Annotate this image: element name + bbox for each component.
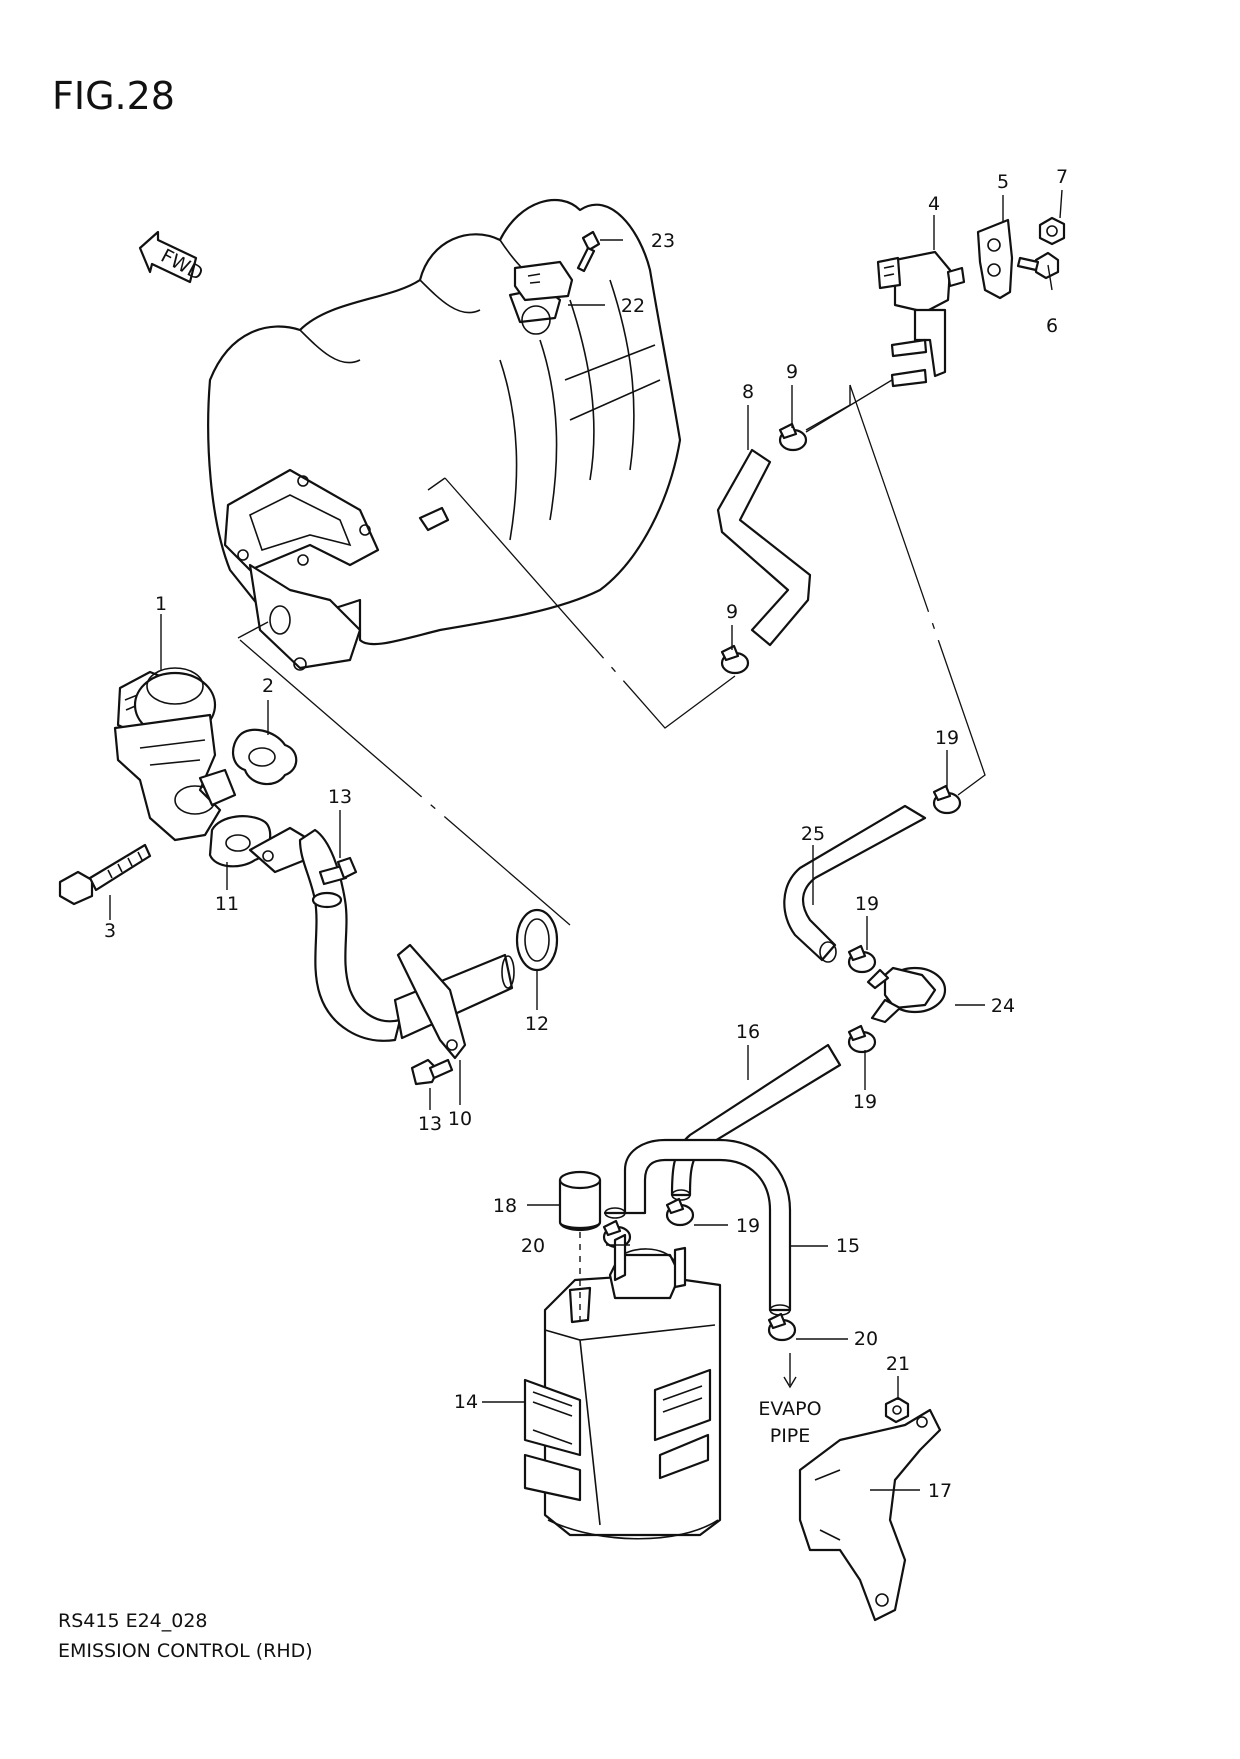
part-25-hose	[783, 804, 927, 963]
callout-13a: 13	[328, 786, 352, 808]
chain-line-manifold-pipe	[239, 639, 571, 926]
part-14-canister	[523, 1233, 722, 1540]
callout-10: 10	[448, 1108, 472, 1130]
part-10-egr-pipe	[248, 826, 515, 1060]
part-23-bolt	[576, 230, 601, 273]
part-18-cap	[558, 1170, 602, 1232]
callout-20a: 20	[521, 1235, 545, 1257]
callout-19b: 19	[855, 893, 879, 915]
part-19-clamp	[665, 784, 962, 1227]
part-13-bolt	[318, 856, 454, 1086]
chain-line-manifold-clamp	[444, 477, 736, 729]
callout-1: 1	[155, 593, 167, 615]
part-3-bolt	[58, 843, 152, 906]
part-8-hose	[716, 448, 812, 647]
callout-22: 22	[621, 295, 645, 317]
fwd-arrow-icon: FWD	[138, 230, 207, 285]
callout-6: 6	[1046, 315, 1058, 337]
part-1-egr-valve	[113, 667, 237, 842]
evapo-label-line2: PIPE	[770, 1425, 811, 1447]
part-21-nut	[884, 1396, 910, 1424]
figure-caption: EMISSION CONTROL (RHD)	[58, 1640, 313, 1662]
callout-8: 8	[742, 381, 754, 403]
part-22-sensor	[513, 260, 574, 302]
evapo-label-line1: EVAPO	[758, 1398, 821, 1420]
callout-19c: 19	[853, 1091, 877, 1113]
part-6-bolt	[1016, 251, 1060, 280]
part-15-hose	[603, 1138, 792, 1316]
callout-4: 4	[928, 193, 940, 215]
callout-7: 7	[1056, 166, 1068, 188]
callout-24: 24	[991, 995, 1015, 1017]
part-20-clamp	[602, 1219, 797, 1342]
callout-18: 18	[493, 1195, 517, 1217]
callout-20b: 20	[854, 1328, 878, 1350]
part-7-nut	[1038, 216, 1066, 246]
callout-16: 16	[736, 1021, 760, 1043]
callout-3: 3	[104, 920, 116, 942]
callout-11: 11	[215, 893, 239, 915]
intake-manifold	[207, 198, 682, 671]
callout-23: 23	[651, 230, 675, 252]
chain-line-manifold-pipe-stub	[237, 621, 269, 639]
chain-line-manifold-stub	[427, 477, 446, 491]
vsv-to-clamp-line	[805, 379, 893, 433]
callout-17: 17	[928, 1480, 952, 1502]
callout-13b: 13	[418, 1113, 442, 1135]
chain-line-vsv-19	[849, 384, 986, 796]
part-9-clamp	[720, 422, 808, 675]
callout-2: 2	[262, 675, 274, 697]
part-24-filter	[866, 966, 947, 1024]
part-12-gasket	[515, 908, 559, 972]
figure-code: RS415 E24_028	[58, 1610, 208, 1632]
chain-line-vsv-stub	[805, 385, 851, 431]
callout-14: 14	[454, 1391, 478, 1413]
part-17-bracket	[798, 1408, 942, 1622]
callout-19a: 19	[935, 727, 959, 749]
callout-21: 21	[886, 1353, 910, 1375]
callout-19d: 19	[736, 1215, 760, 1237]
callout-12: 12	[525, 1013, 549, 1035]
part-4-vsv-valve	[876, 250, 966, 388]
callout-9a: 9	[786, 361, 798, 383]
figure-title: FIG.28	[52, 74, 175, 118]
part-5-bracket	[976, 218, 1014, 300]
part-16-hose	[670, 1043, 842, 1201]
callout-9b: 9	[726, 601, 738, 623]
callout-25: 25	[801, 823, 825, 845]
callout-15: 15	[836, 1235, 860, 1257]
callout-5: 5	[997, 171, 1009, 193]
part-2-gasket	[232, 728, 298, 786]
